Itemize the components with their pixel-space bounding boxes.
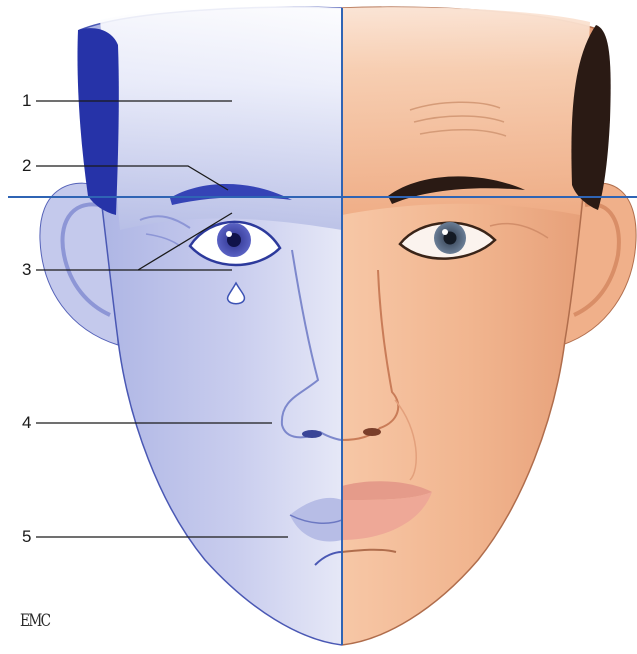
emc-logo: EMC: [20, 611, 49, 631]
label-3: 3: [22, 261, 31, 278]
label-1: 1: [22, 92, 31, 109]
right-face-half: [342, 7, 636, 645]
label-2: 2: [22, 157, 31, 174]
label-5: 5: [22, 528, 31, 545]
label-4: 4: [22, 414, 31, 431]
left-face-half: [40, 6, 342, 645]
